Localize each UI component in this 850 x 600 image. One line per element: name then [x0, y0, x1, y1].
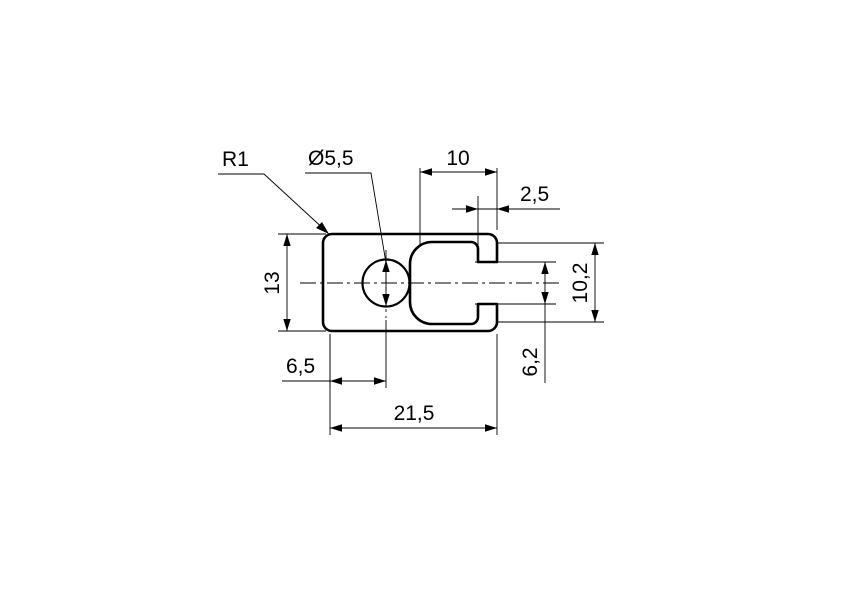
dimension-10-2: 10,2 — [497, 242, 604, 323]
dimension-13: 13 — [261, 233, 326, 332]
arrow-hole-bottom — [382, 294, 390, 306]
part-geometry — [321, 232, 499, 333]
dimension-r1: R1 — [218, 148, 329, 234]
dim-label-21-5: 21,5 — [394, 402, 435, 425]
arrow-13-bottom — [283, 319, 291, 331]
arrow-10-2-bottom — [591, 310, 599, 322]
dim-label-2-5: 2,5 — [520, 183, 549, 206]
center-lines — [300, 250, 560, 318]
dim-label-10: 10 — [446, 147, 469, 170]
arrow-10-2-top — [591, 243, 599, 255]
dim-label-6-5: 6,5 — [286, 355, 315, 378]
arrow-6-2-top — [541, 262, 549, 274]
arrow-10-right — [485, 168, 497, 176]
arrow-r1 — [316, 222, 329, 234]
arrow-6-5-right — [374, 377, 386, 385]
arrow-6-5-left — [330, 377, 342, 385]
dim-label-13: 13 — [261, 271, 284, 294]
dimension-6-2: 6,2 — [475, 261, 556, 383]
leader-line-r1 — [218, 173, 328, 233]
dim-label-r1: R1 — [222, 148, 249, 171]
dim-label-10-2: 10,2 — [569, 263, 592, 304]
arrow-hole-top — [382, 260, 390, 272]
arrow-10-left — [420, 168, 432, 176]
dimension-10: 10 — [419, 147, 498, 245]
arrow-21-5-right — [485, 424, 497, 432]
leader-line-hole — [305, 172, 387, 264]
arrow-2-5-right — [497, 205, 509, 213]
dimension-2-5: 2,5 — [452, 183, 560, 258]
dim-label-6-2: 6,2 — [519, 347, 542, 376]
dimension-hole-diameter: Ø5,5 — [305, 147, 390, 306]
arrow-2-5-left — [466, 205, 478, 213]
arrow-13-top — [283, 234, 291, 246]
arrow-6-2-bottom — [541, 292, 549, 304]
arrow-21-5-left — [330, 424, 342, 432]
dim-label-hole-diameter: Ø5,5 — [308, 147, 354, 170]
dimension-21-5: 21,5 — [329, 334, 498, 435]
